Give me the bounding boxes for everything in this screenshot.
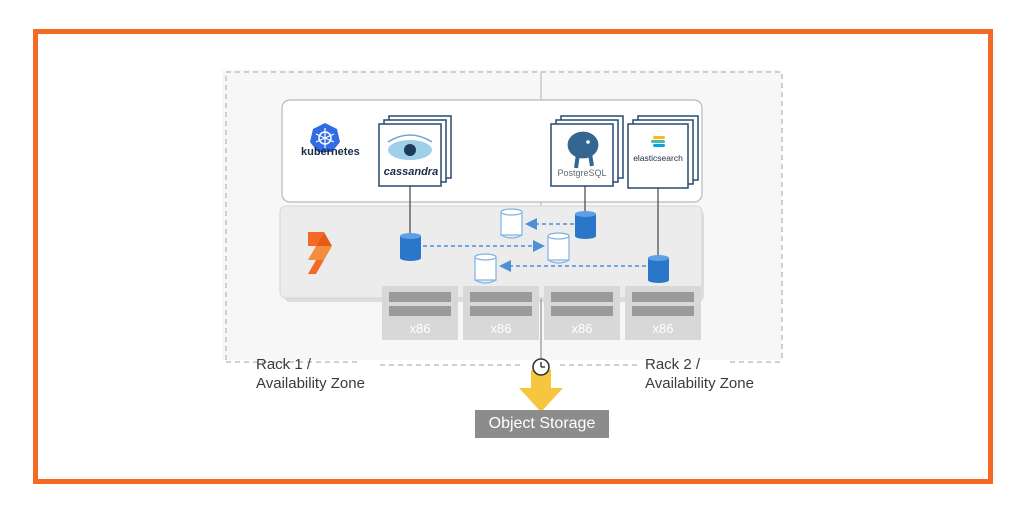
server-slot bbox=[551, 306, 613, 316]
server-slot bbox=[389, 292, 451, 302]
server-slot bbox=[551, 292, 613, 302]
postgres-card-stack bbox=[550, 115, 624, 187]
server-label: x86 bbox=[409, 321, 431, 336]
rack-boundary bbox=[225, 71, 783, 362]
rack2-label: Rack 2 / Availability Zone bbox=[645, 355, 754, 393]
server-slot bbox=[389, 306, 451, 316]
cassandra-replica-volume-icon bbox=[547, 232, 570, 264]
cassandra-volume-icon bbox=[400, 233, 421, 261]
rack2-label-line2: Availability Zone bbox=[645, 375, 754, 392]
storage-panel bbox=[279, 205, 703, 299]
cassandra-eye-icon bbox=[387, 134, 433, 160]
elasticsearch-logo-icon bbox=[651, 136, 665, 147]
postgres-replica-volume-icon bbox=[500, 208, 523, 239]
server-3: x86 bbox=[544, 286, 620, 340]
server-4: x86 bbox=[625, 286, 701, 340]
kubernetes-logo-icon bbox=[310, 123, 340, 152]
postgres-volume-icon bbox=[575, 211, 596, 239]
server-label: x86 bbox=[490, 321, 512, 336]
rack2-label-line1: Rack 2 / bbox=[645, 356, 701, 373]
elastic-volume-icon bbox=[648, 255, 669, 283]
server-label: x86 bbox=[571, 321, 593, 336]
server-slot bbox=[470, 292, 532, 302]
rack1-label-line2: Availability Zone bbox=[256, 375, 365, 392]
kubernetes-label: kubernetes bbox=[301, 146, 360, 158]
server-label: x86 bbox=[652, 321, 674, 336]
server-slot bbox=[470, 306, 532, 316]
rack1-label-line1: Rack 1 / bbox=[256, 356, 312, 373]
clock-icon bbox=[532, 358, 550, 376]
down-arrow-icon bbox=[519, 370, 563, 412]
server-slot bbox=[632, 306, 694, 316]
object-storage-box: Object Storage bbox=[475, 410, 609, 438]
server-1: x86 bbox=[382, 286, 458, 340]
portworx-logo-icon bbox=[308, 232, 332, 274]
server-2: x86 bbox=[463, 286, 539, 340]
rack1-label: Rack 1 / Availability Zone bbox=[256, 355, 365, 393]
postgresql-elephant-icon bbox=[566, 130, 600, 169]
postgresql-label: PostgreSQL bbox=[557, 168, 607, 178]
elastic-replica-volume-icon bbox=[474, 253, 497, 284]
elastic-card-stack bbox=[627, 115, 699, 189]
cassandra-label: cassandra bbox=[383, 166, 439, 178]
server-slot bbox=[632, 292, 694, 302]
elasticsearch-label: elasticsearch bbox=[633, 153, 683, 163]
